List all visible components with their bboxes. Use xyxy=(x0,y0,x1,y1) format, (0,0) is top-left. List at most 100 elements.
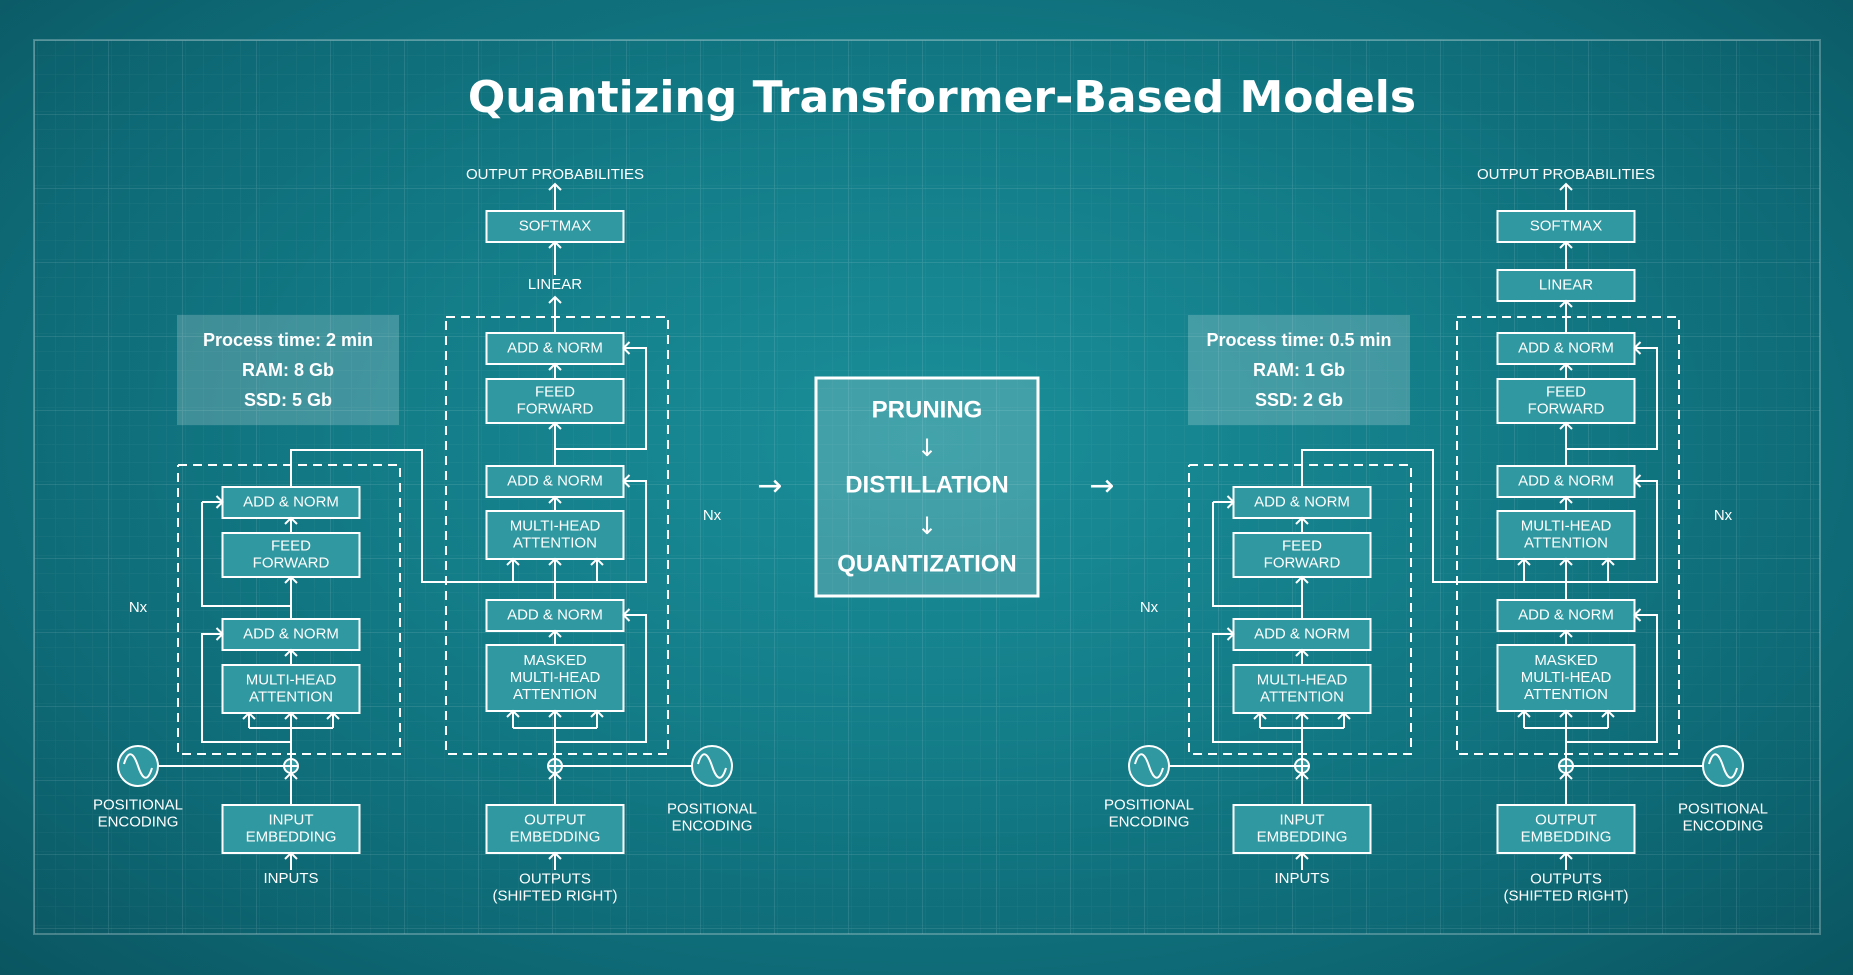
encoder-positional-label-line: ENCODING xyxy=(1109,813,1190,830)
arrow-head xyxy=(548,362,562,371)
decoder-feed-forward-label-line: FORWARD xyxy=(517,400,594,417)
arrow-head xyxy=(1559,362,1573,371)
decoder-masked-attention-label-line: ATTENTION xyxy=(1524,686,1608,703)
decoder-nx-label-line: Nx xyxy=(703,507,722,524)
encoder-residual-bottom xyxy=(1212,633,1302,743)
encoder-embedding-label-line: EMBEDDING xyxy=(1257,828,1348,845)
decoder-feed-forward-box xyxy=(1496,378,1636,424)
decoder-add-norm-2-label: ADD & NORM xyxy=(507,472,603,489)
encoder-feed-forward-label-line: FORWARD xyxy=(1264,554,1341,571)
encoder-nx-label-line: Nx xyxy=(129,599,148,616)
decoder-output-label-line: OUTPUTS xyxy=(1530,871,1602,888)
stats-line: RAM: 8 Gb xyxy=(242,360,334,380)
decoder-attention-label-line: MULTI-HEAD xyxy=(1521,518,1612,535)
encoder-residual-bottom xyxy=(201,633,291,743)
decoder-add-norm-1-label: ADD & NORM xyxy=(1518,339,1614,356)
arrow-head xyxy=(1559,299,1573,308)
arrow-head xyxy=(548,771,562,780)
decoder-masked-attention-label-line: MULTI-HEAD xyxy=(1521,669,1612,686)
arrow-head xyxy=(548,557,562,566)
decoder-feed-forward-label-line: FEED xyxy=(1546,384,1586,401)
arrow-head xyxy=(548,851,562,860)
encoder-embedding-box xyxy=(221,804,361,854)
arrow-head xyxy=(1295,516,1309,525)
encoder-residual-top xyxy=(1212,502,1302,607)
stats-line: SSD: 2 Gb xyxy=(1255,390,1343,410)
arrow-head xyxy=(1559,495,1573,504)
decoder-attention-label-line: ATTENTION xyxy=(513,534,597,551)
arrow-head xyxy=(622,341,631,355)
softmax-label-line: SOFTMAX xyxy=(1530,217,1603,234)
encoder-embedding-label-line: INPUT xyxy=(1280,812,1325,829)
decoder-attention-label-line: ATTENTION xyxy=(1524,534,1608,551)
decoder-masked-attention-label-line: MULTI-HEAD xyxy=(510,669,601,686)
encoder-add-norm-bottom-label-line: ADD & NORM xyxy=(1254,625,1350,642)
page-title: Quantizing Transformer-Based Models xyxy=(468,72,1416,123)
softmax-box xyxy=(485,210,625,243)
arrow-head xyxy=(1559,629,1573,638)
decoder-add-norm-2-label-line: ADD & NORM xyxy=(507,472,603,489)
decoder-masked-attention-label-line: MASKED xyxy=(523,652,587,669)
encoder-add-norm-bottom-label: ADD & NORM xyxy=(243,625,339,642)
arrow-head xyxy=(590,557,604,566)
encoder-add-norm-top-label-line: ADD & NORM xyxy=(243,493,339,510)
encoder-embedding-label-line: INPUT xyxy=(269,812,314,829)
stats-panel xyxy=(1188,315,1410,425)
arrow-head xyxy=(1559,421,1573,430)
arrow-head xyxy=(1601,709,1615,718)
encoder-attention-box xyxy=(1232,664,1372,714)
encoder-attention-label-line: MULTI-HEAD xyxy=(246,672,337,689)
encoder-dashed-block xyxy=(177,464,401,755)
flow-arrow: → xyxy=(1089,469,1114,504)
decoder-residual-2 xyxy=(1566,480,1658,583)
decoder-add-norm-3-label: ADD & NORM xyxy=(1518,606,1614,623)
arrow-head xyxy=(548,182,562,191)
encoder-residual-top xyxy=(201,502,291,607)
arrow-head xyxy=(284,851,298,860)
decoder-residual-1 xyxy=(555,347,647,450)
output-probabilities-label: OUTPUT PROBABILITIES xyxy=(1477,166,1655,183)
encoder-attention-label-line: ATTENTION xyxy=(249,688,333,705)
encoder-positional-label-line: POSITIONAL xyxy=(93,797,183,814)
process-step-arrow: ↓ xyxy=(917,512,937,540)
encoder-attention-label-line: ATTENTION xyxy=(1260,688,1344,705)
process-step: DISTILLATION xyxy=(845,471,1009,498)
decoder-add-norm-2-label-line: ADD & NORM xyxy=(1518,472,1614,489)
decoder-output-label-line: (SHIFTED RIGHT) xyxy=(493,887,618,904)
stats-line: RAM: 1 Gb xyxy=(1253,360,1345,380)
decoder-positional-label-line: ENCODING xyxy=(1683,817,1764,834)
encoder-add-norm-bottom-label-line: ADD & NORM xyxy=(243,625,339,642)
decoder-embedding-box xyxy=(485,804,625,854)
output-probabilities-label-line: OUTPUT PROBABILITIES xyxy=(466,166,644,183)
encoder-attention-box xyxy=(221,664,361,714)
decoder-embedding-box xyxy=(1496,804,1636,854)
output-probabilities-label: OUTPUT PROBABILITIES xyxy=(466,166,644,183)
arrow-head xyxy=(506,709,520,718)
encoder-feed-forward-box xyxy=(1232,532,1372,578)
process-step: PRUNING xyxy=(872,396,983,423)
encoder-embedding-box xyxy=(1232,804,1372,854)
decoder-output-label-line: OUTPUTS xyxy=(519,871,591,888)
arrow-head xyxy=(1295,648,1309,657)
arrow-head xyxy=(1633,341,1642,355)
arrow-head xyxy=(1559,240,1573,249)
arrow-head xyxy=(1226,627,1235,641)
decoder-masked-attention-box xyxy=(1496,644,1636,712)
arrow-head xyxy=(548,421,562,430)
decoder-feed-forward-label-line: FEED xyxy=(535,384,575,401)
arrow-head xyxy=(548,495,562,504)
decoder-add-norm-3-label: ADD & NORM xyxy=(507,606,603,623)
